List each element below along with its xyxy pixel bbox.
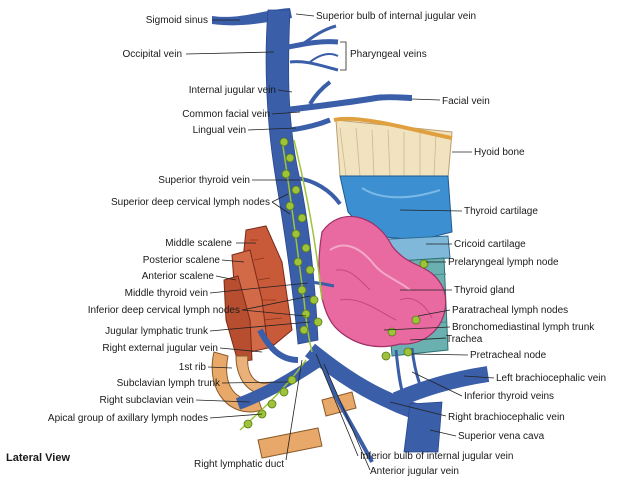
label-apical-axillary-nodes: Apical group of axillary lymph nodes	[48, 413, 208, 424]
label-sigmoid-sinus: Sigmoid sinus	[146, 15, 208, 26]
label-right-subclavian-vein: Right subclavian vein	[100, 395, 195, 406]
label-inferior-bulb: Inferior bulb of internal jugular vein	[360, 451, 513, 462]
label-bronchomediastinal-trunk: Bronchomediastinal lymph trunk	[452, 322, 595, 333]
label-hyoid-bone: Hyoid bone	[474, 147, 525, 158]
label-trachea: Trachea	[446, 334, 483, 345]
label-inferior-thyroid-veins: Inferior thyroid veins	[464, 391, 554, 402]
label-lingual-vein: Lingual vein	[193, 125, 246, 136]
view-label: Lateral View	[6, 452, 70, 464]
label-internal-jugular-vein: Internal jugular vein	[189, 85, 276, 96]
label-jugular-lymphatic-trunk: Jugular lymphatic trunk	[105, 326, 209, 337]
label-cricoid-cartilage: Cricoid cartilage	[454, 239, 526, 250]
label-posterior-scalene: Posterior scalene	[143, 255, 221, 266]
label-common-facial-vein: Common facial vein	[182, 109, 270, 120]
label-right-brachiocephalic-vein: Right brachiocephalic vein	[448, 412, 565, 423]
label-superior-bulb: Superior bulb of internal jugular vein	[316, 11, 476, 22]
label-middle-scalene: Middle scalene	[165, 238, 232, 249]
label-right-external-jugular-vein: Right external jugular vein	[102, 343, 218, 354]
label-right-lymphatic-duct: Right lymphatic duct	[194, 459, 284, 470]
label-pretracheal-node: Pretracheal node	[470, 350, 547, 361]
label-thyroid-gland: Thyroid gland	[454, 285, 515, 296]
lymphatic-system	[239, 137, 429, 431]
label-paratracheal-nodes: Paratracheal lymph nodes	[452, 305, 568, 316]
leader-lines	[185, 13, 495, 471]
label-left-brachiocephalic-vein: Left brachiocephalic vein	[496, 373, 606, 384]
label-superior-deep-cervical-nodes: Superior deep cervical lymph nodes	[111, 197, 270, 208]
label-middle-thyroid-vein: Middle thyroid vein	[125, 288, 208, 299]
thyroid-gland	[318, 216, 447, 348]
first-rib	[211, 351, 357, 459]
label-occipital-vein: Occipital vein	[123, 49, 182, 60]
scalene-muscles	[223, 225, 293, 363]
label-prelaryngeal-node: Prelaryngeal lymph node	[448, 257, 559, 268]
label-anterior-jugular-vein: Anterior jugular vein	[370, 466, 459, 477]
venous-system	[212, 8, 490, 463]
label-anterior-scalene: Anterior scalene	[142, 271, 215, 282]
label-subclavian-lymph-trunk: Subclavian lymph trunk	[117, 378, 221, 389]
label-pharyngeal-veins: Pharyngeal veins	[350, 49, 427, 60]
label-superior-vena-cava: Superior vena cava	[458, 431, 545, 442]
label-facial-vein: Facial vein	[442, 96, 490, 107]
label-thyroid-cartilage: Thyroid cartilage	[464, 206, 538, 217]
label-first-rib: 1st rib	[179, 362, 207, 373]
label-inferior-deep-cervical-nodes: Inferior deep cervical lymph nodes	[88, 305, 240, 316]
labels: Sigmoid sinus Superior bulb of internal …	[6, 11, 606, 477]
label-superior-thyroid-vein: Superior thyroid vein	[158, 175, 250, 186]
